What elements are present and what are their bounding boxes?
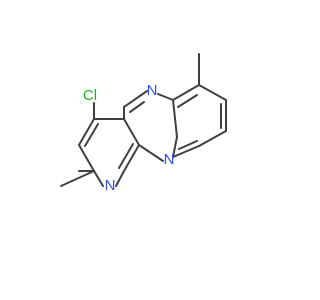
- atom-n: N: [147, 82, 158, 99]
- bond: [157, 93, 174, 101]
- bond: [93, 170, 104, 187]
- atom-cl: Cl: [83, 87, 97, 104]
- bond: [177, 94, 198, 108]
- bond: [172, 84, 200, 101]
- bond: [172, 145, 200, 158]
- bond: [78, 144, 95, 172]
- atom-n: N: [164, 151, 175, 168]
- bond: [172, 99, 178, 138]
- bond: [123, 90, 148, 108]
- bond: [198, 130, 227, 147]
- bond: [78, 118, 95, 146]
- bond: [123, 118, 140, 146]
- bond: [129, 101, 145, 113]
- bond: [178, 140, 198, 150]
- bond: [123, 144, 140, 172]
- bond: [172, 136, 178, 158]
- methyl-bond: [60, 170, 95, 187]
- bond: [138, 144, 164, 162]
- atom-n: N: [105, 177, 116, 194]
- molecule-structure: Cl N N N: [60, 53, 227, 194]
- bond: [198, 84, 227, 101]
- bond: [115, 170, 125, 187]
- bond: [84, 123, 99, 147]
- bond: [118, 143, 134, 169]
